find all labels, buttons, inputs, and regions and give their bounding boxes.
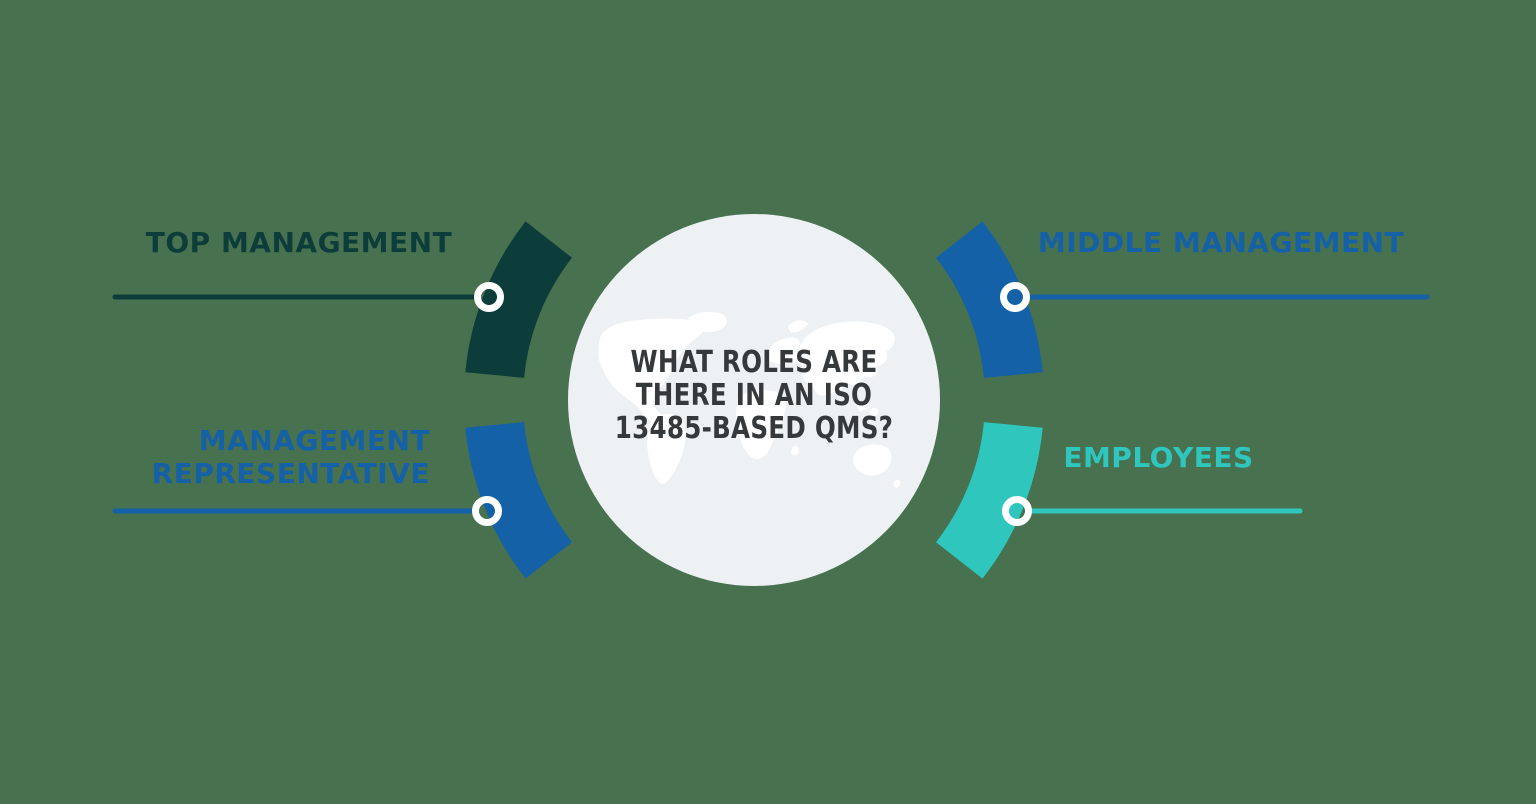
center-title: WHAT ROLES ARE THERE IN AN ISO 13485-BAS… [615,346,894,445]
label-management-representative: MANAGEMENT REPRESENTATIVE [115,424,430,490]
center-title-line2: THERE IN AN ISO [635,378,873,413]
arc-top-management [465,221,572,378]
node-ring-management-representative [472,496,502,526]
node-ring-middle-management [1000,282,1030,312]
label-employees: EMPLOYEES [1063,441,1254,474]
arc-management-representative [465,422,572,579]
arc-employees [936,422,1043,579]
map-indonesia [869,407,879,417]
map-south-america [647,414,686,484]
map-madagascar [791,445,800,456]
node-ring-top-management [474,282,504,312]
map-greenland [688,311,728,333]
map-scandinavia [788,320,808,333]
node-ring-employees [1002,496,1032,526]
label-management-representative-line1: MANAGEMENT [198,424,430,457]
label-management-representative-line2: REPRESENTATIVE [151,457,430,490]
label-top-management: TOP MANAGEMENT [145,226,453,259]
arc-middle-management [936,221,1043,378]
label-middle-management: MIDDLE MANAGEMENT [1037,226,1405,259]
world-map-silhouette [598,311,901,488]
center-title-line3: 13485-BASED QMS? [614,411,894,446]
map-asia [797,321,895,396]
map-north-america [598,318,705,426]
map-new-zealand [893,479,901,488]
map-southeast-asia [856,402,868,412]
center-title-line1: WHAT ROLES ARE [630,345,878,380]
map-africa [736,390,786,460]
map-australia [853,444,892,476]
